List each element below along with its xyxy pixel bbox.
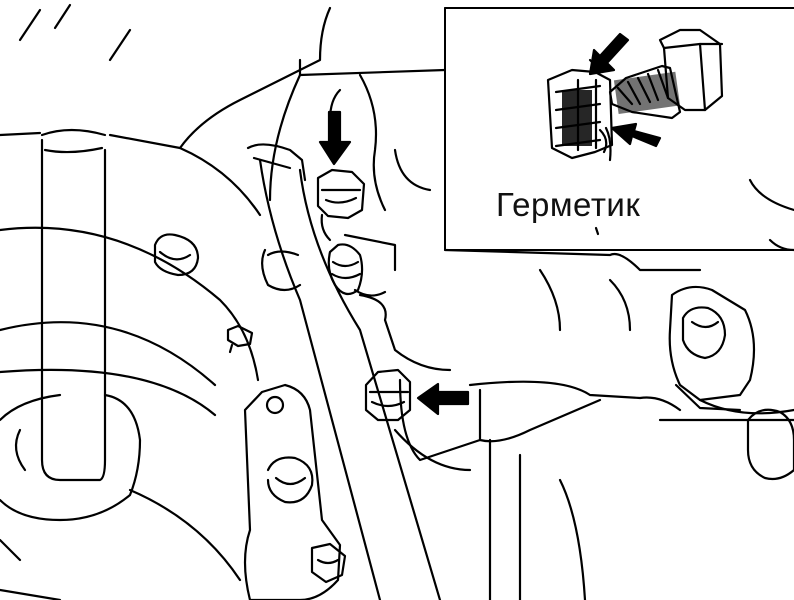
- housing-studs: [153, 233, 254, 354]
- inset-lower-arrow: [610, 122, 662, 148]
- lower-bracket-plate: [243, 383, 347, 600]
- bolt-spacer: [327, 243, 387, 297]
- upper-bolt-arrow: [318, 110, 352, 166]
- upper-bolt: [316, 168, 366, 242]
- housing-contours: [0, 3, 794, 600]
- inset-upper-arrow: [588, 32, 630, 76]
- inset-bolt: [608, 28, 724, 120]
- label-mark: [594, 226, 600, 236]
- inset-frame: [444, 7, 794, 251]
- lower-bolt: [364, 368, 412, 422]
- right-mount-boss: [668, 285, 794, 481]
- inset-threaded-hole: [546, 58, 614, 162]
- vertical-rod: [0, 128, 142, 522]
- mounting-bracket: [246, 143, 442, 600]
- lower-bolt-arrow: [416, 382, 470, 416]
- sealant-label: Герметик: [496, 186, 641, 223]
